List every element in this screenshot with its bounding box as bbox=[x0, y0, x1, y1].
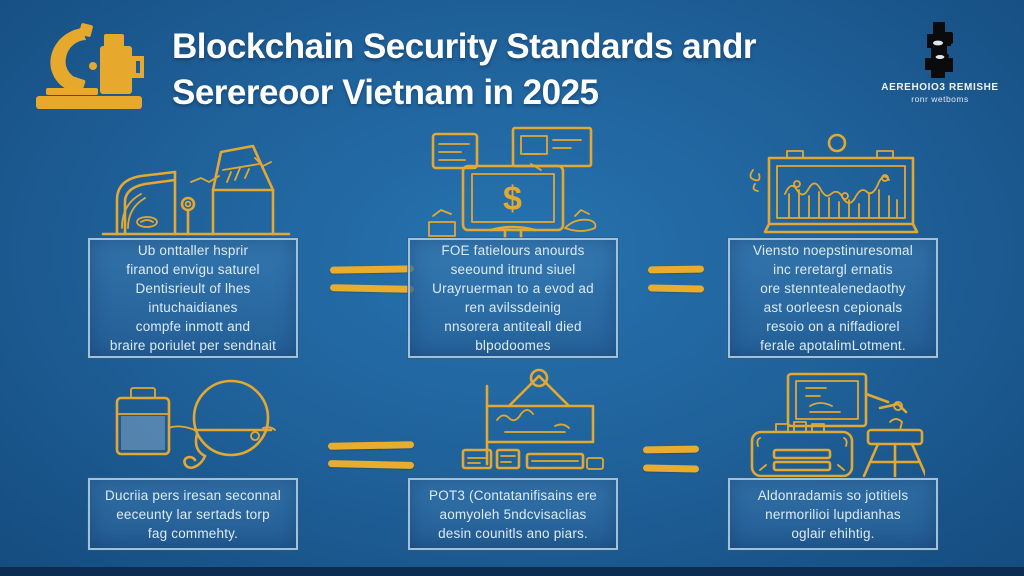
info-card-text: Ducriia pers iresan seconnal eeceunty la… bbox=[105, 487, 281, 541]
publisher-name: AEREHOIO3 REMISHE bbox=[881, 82, 999, 93]
equals-connector bbox=[329, 265, 415, 293]
equals-bar bbox=[647, 284, 705, 293]
svg-text:$: $ bbox=[503, 180, 522, 218]
info-card-text: FOE fatielours anourds seeound itrund si… bbox=[432, 243, 594, 353]
microscope-machine-icon bbox=[36, 23, 144, 109]
info-card-text: Aldonradamis so jotitiels nermorilioi lu… bbox=[757, 487, 909, 541]
equals-bar bbox=[327, 441, 415, 450]
info-card: POT3 (Contatanifisains ere aomyoleh 5ndc… bbox=[407, 477, 619, 551]
equals-connector bbox=[327, 441, 415, 469]
publisher-tagline: ronr wetboms bbox=[911, 94, 969, 104]
equals-connector bbox=[647, 265, 705, 293]
equals-bar bbox=[329, 284, 415, 293]
publisher-logo: AEREHOIO3 REMISHE ronr wetboms bbox=[855, 20, 1024, 104]
equipment-case-icon bbox=[750, 372, 925, 478]
info-card: Aldonradamis so jotitiels nermorilioi lu… bbox=[727, 477, 939, 551]
helmet-hose-icon bbox=[115, 379, 276, 469]
info-card: FOE fatielours anourds seeound itrund si… bbox=[407, 237, 619, 359]
flag-alert-icon bbox=[461, 368, 604, 470]
page-title: Blockchain Security Standards andr Serer… bbox=[172, 27, 757, 112]
equals-bar bbox=[327, 460, 415, 469]
info-card-text: Ub onttaller hsprir firanod envigu satur… bbox=[109, 243, 277, 353]
info-card-text: POT3 (Contatanifisains ere aomyoleh 5ndc… bbox=[428, 487, 598, 541]
bottom-divider bbox=[0, 567, 1024, 576]
publisher-shield-icon bbox=[925, 22, 953, 78]
equals-bar bbox=[642, 445, 700, 454]
equals-bar bbox=[329, 265, 415, 274]
equals-connector bbox=[642, 445, 700, 473]
info-card: Viensto noepstinuresomal inc reretargl e… bbox=[727, 237, 939, 359]
monitor-dollar-icon: $ bbox=[428, 126, 597, 238]
info-card: Ub onttaller hsprir firanod envigu satur… bbox=[87, 237, 299, 359]
equals-bar bbox=[647, 265, 705, 274]
factory-machine-icon bbox=[101, 144, 291, 236]
chart-screen-icon bbox=[749, 133, 919, 234]
info-card: Ducriia pers iresan seconnal eeceunty la… bbox=[87, 477, 299, 551]
info-card-text: Viensto noepstinuresomal inc reretargl e… bbox=[753, 243, 913, 353]
equals-bar bbox=[642, 464, 700, 473]
